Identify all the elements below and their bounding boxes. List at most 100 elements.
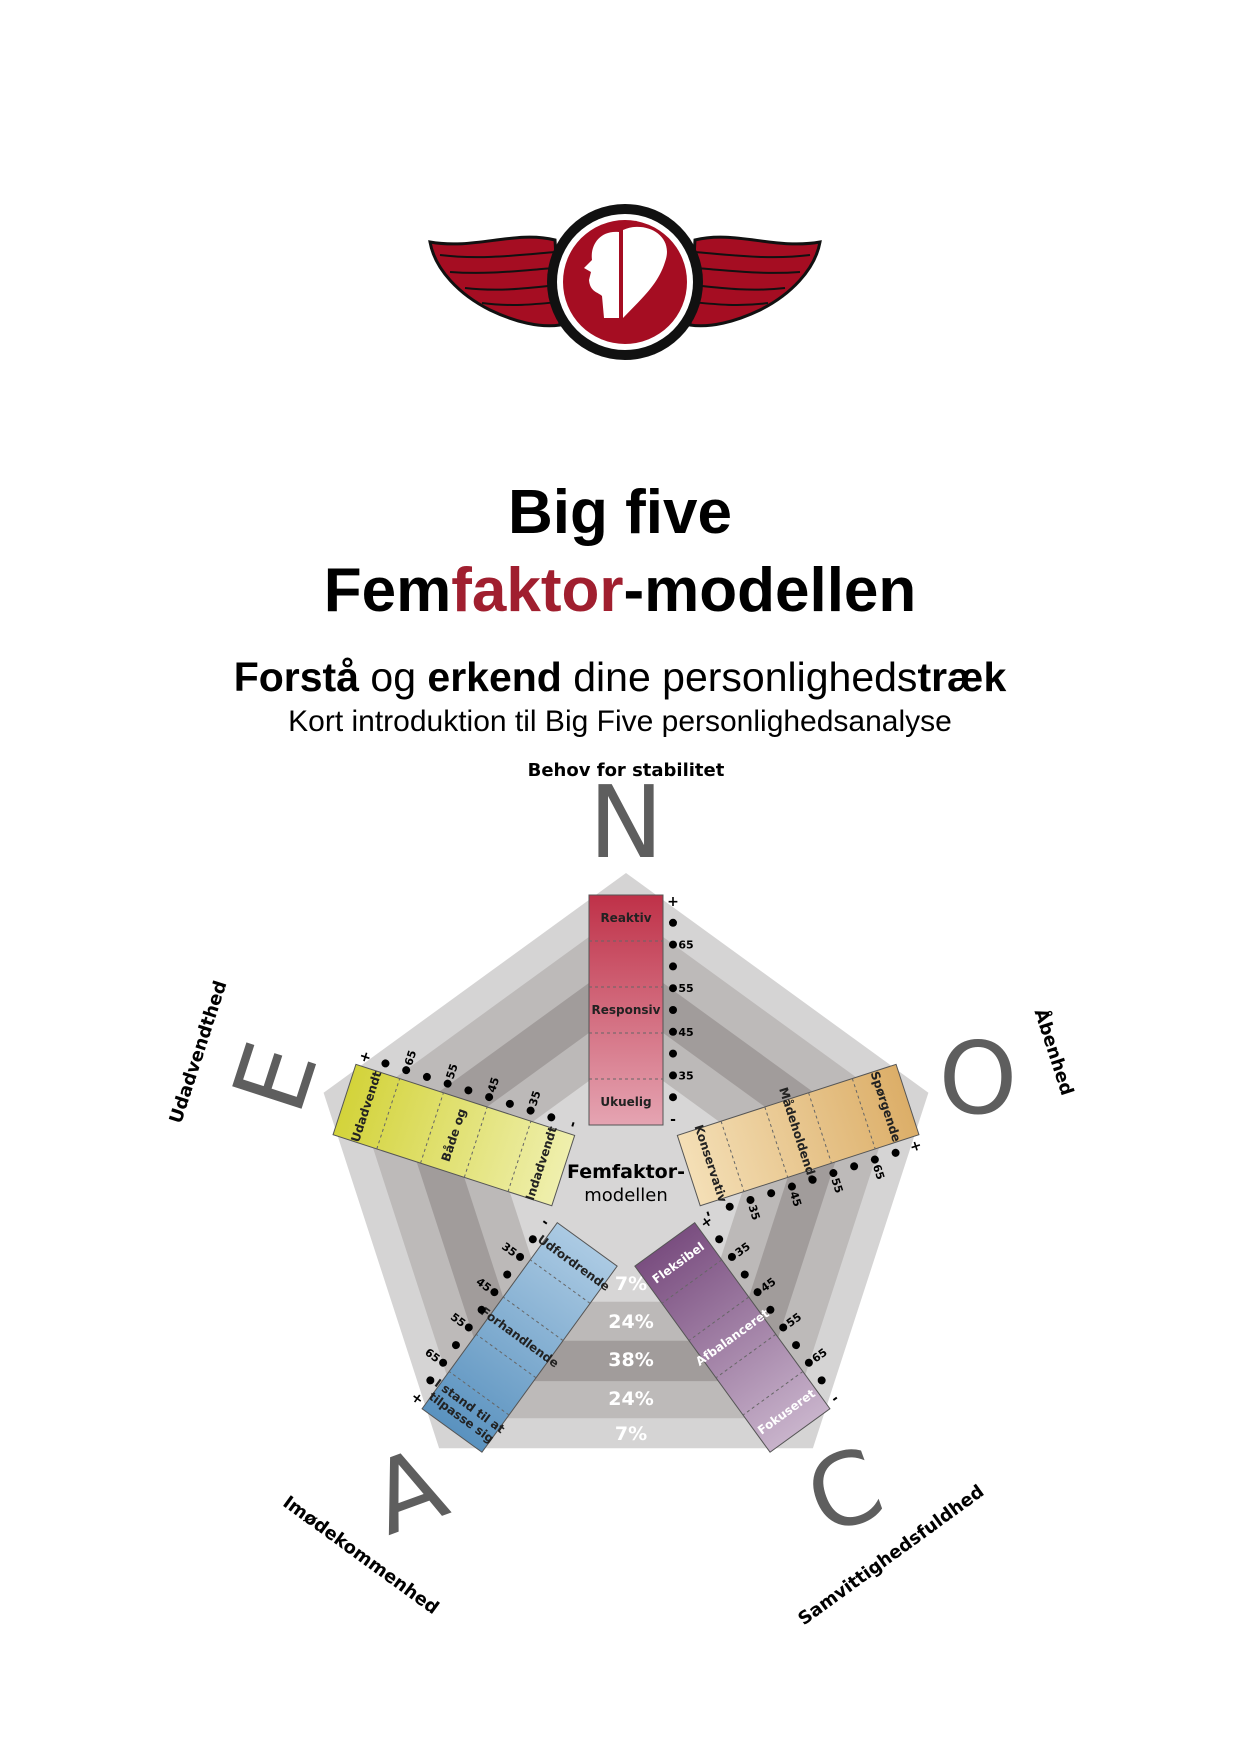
scale-dot xyxy=(485,1093,494,1102)
bar-divider xyxy=(475,1333,537,1379)
factor-letter-e: E xyxy=(210,1029,341,1125)
factor-axis-label: Behov for stabilitet xyxy=(528,760,725,781)
scale-dot xyxy=(753,1288,762,1297)
bar-rect xyxy=(634,1221,831,1453)
minus-marker: - xyxy=(564,1119,581,1130)
scale-dot xyxy=(804,1358,813,1367)
title-part: Fem xyxy=(323,556,452,625)
distribution-percent: 7% xyxy=(615,1273,647,1295)
minus-marker: - xyxy=(670,1112,676,1128)
scale-tick-label: 65 xyxy=(402,1049,419,1068)
scale-dot xyxy=(767,1189,776,1198)
scale-dot xyxy=(669,1093,677,1102)
scale-dot xyxy=(464,1323,473,1332)
bar-divider xyxy=(507,1121,532,1192)
scale-dot xyxy=(792,1341,801,1350)
bar-label: Responsiv xyxy=(592,1003,661,1017)
scale-dot xyxy=(669,1027,677,1036)
scale-tick-label: 35 xyxy=(678,1069,693,1082)
scale-dot xyxy=(808,1175,817,1184)
scale-dot xyxy=(451,1341,460,1350)
scale-tick-label: 45 xyxy=(787,1190,804,1209)
scale-dot xyxy=(669,1049,677,1058)
title-line-1: Big five xyxy=(508,478,732,547)
logo xyxy=(428,204,822,360)
bar-rect xyxy=(676,1063,920,1207)
distribution-percent: 7% xyxy=(615,1423,647,1445)
scale-tick-label: 35 xyxy=(527,1089,544,1108)
scale-tick-label: 65 xyxy=(870,1163,887,1182)
subtitle-part: Forstå xyxy=(233,654,359,700)
bar-divider xyxy=(808,1092,832,1164)
bar-label-line: Reaktiv xyxy=(600,911,651,925)
scale-tick-label: 45 xyxy=(485,1076,502,1095)
subtitle: Forstå og erkend dine personlighedstræk xyxy=(0,652,1240,702)
scale-tick-label: 55 xyxy=(678,982,693,995)
bar-divider xyxy=(502,1296,564,1341)
scale-dot xyxy=(503,1270,512,1279)
plus-marker: + xyxy=(356,1049,375,1065)
bar-label-line: Ukuelig xyxy=(600,1095,651,1109)
bar-divider xyxy=(420,1092,444,1164)
scale-dot xyxy=(669,984,677,993)
factor-letter-o: O xyxy=(939,1020,1018,1137)
bar-label: Ukuelig xyxy=(600,1095,651,1109)
scale-dot xyxy=(746,1195,755,1204)
scale-tick-label: 45 xyxy=(678,1026,693,1039)
bar-divider xyxy=(376,1078,401,1150)
scale-dot xyxy=(381,1059,390,1068)
center-title: Femfaktor- xyxy=(567,1161,685,1183)
scale-dot xyxy=(669,962,677,971)
scale-dot xyxy=(870,1155,879,1164)
subtitle-part: dine personligheds xyxy=(561,654,918,700)
scale-tick-label: 55 xyxy=(444,1062,461,1081)
scale-dot xyxy=(669,940,677,949)
bar-divider xyxy=(742,1371,804,1416)
bar-divider xyxy=(661,1259,723,1304)
scale-dot xyxy=(725,1202,734,1211)
scale-dot xyxy=(850,1162,859,1171)
scale-dot xyxy=(787,1182,796,1191)
distribution-percent: 38% xyxy=(608,1349,653,1371)
right-wing-icon xyxy=(688,235,822,328)
title-part: -modellen xyxy=(623,556,917,625)
scale-dot xyxy=(490,1288,499,1297)
scale-dot xyxy=(669,1006,677,1014)
scale-dot xyxy=(477,1305,486,1314)
bar-divider xyxy=(463,1106,488,1178)
scale-dot xyxy=(779,1323,788,1332)
scale-dot xyxy=(528,1235,537,1244)
bar-divider xyxy=(529,1259,591,1304)
scale-dot xyxy=(464,1086,473,1095)
heart-head-puzzle-icon xyxy=(584,226,667,318)
bar-rect xyxy=(588,894,664,1126)
subtitle-part: og xyxy=(359,654,428,700)
center-subtitle: modellen xyxy=(584,1185,668,1206)
subtitle-part: træk xyxy=(917,654,1007,700)
scale-dot xyxy=(526,1106,535,1115)
scale-dot xyxy=(715,1235,724,1244)
scale-dot xyxy=(727,1252,736,1261)
scale-tick-label: 35 xyxy=(745,1203,762,1222)
subtitle-part: erkend xyxy=(427,654,562,700)
plus-marker: + xyxy=(667,894,679,910)
factor-bar-o: SpørgendeMådeholdendeKonservativ+6555453… xyxy=(676,1063,925,1222)
distribution-percent: 24% xyxy=(608,1388,653,1410)
distribution-labels: 7%24%38%24%7% xyxy=(608,1273,653,1445)
plus-marker: + xyxy=(906,1138,925,1154)
factor-letter-n: N xyxy=(589,764,664,881)
bar-divider xyxy=(720,1121,745,1192)
factor-axis-label: Åbenhed xyxy=(1030,1006,1080,1098)
factor-letter-c: C xyxy=(792,1424,898,1558)
bar-divider xyxy=(688,1296,750,1341)
bar-rect xyxy=(332,1063,576,1207)
title-accent-part: faktor xyxy=(451,556,624,625)
scale-dot xyxy=(740,1270,749,1279)
minus-marker: - xyxy=(700,1209,717,1220)
scale-dot xyxy=(422,1072,431,1081)
scale-dot xyxy=(402,1066,411,1075)
factor-bars: ReaktivResponsivUkuelig+65554535-Udadven… xyxy=(332,894,925,1453)
